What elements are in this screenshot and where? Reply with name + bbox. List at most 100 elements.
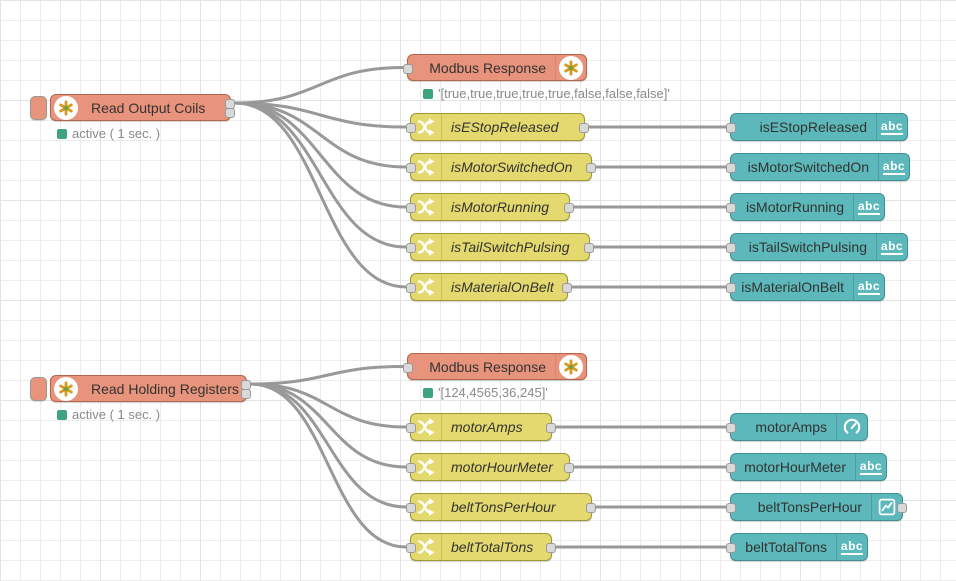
wire[interactable]: [233, 101, 408, 249]
abc-icon: abc: [876, 234, 907, 260]
node-label: isEStopReleased: [759, 119, 867, 135]
output-port[interactable]: [564, 203, 574, 213]
node-label: isMaterialOnBelt: [741, 279, 844, 295]
input-port[interactable]: [403, 63, 413, 74]
wire[interactable]: [233, 101, 408, 209]
node-status: '[true,true,true,true,true,false,false,f…: [423, 86, 670, 101]
wire[interactable]: [249, 382, 408, 549]
shuffle-icon: [411, 414, 442, 440]
node-read-holding-registers[interactable]: Read Holding Registers: [30, 375, 251, 402]
output-port[interactable]: [225, 108, 235, 118]
shuffle-icon: [411, 154, 442, 180]
node-label: beltTonsPerHour: [451, 499, 556, 515]
node-ch-motorHourMeter[interactable]: motorHourMeter: [406, 453, 574, 481]
status-dot: [57, 128, 67, 139]
input-port[interactable]: [406, 163, 416, 173]
abc-icon: abc: [876, 114, 907, 140]
wire[interactable]: [249, 382, 408, 509]
node-ui-isMotorSwitchedOn[interactable]: abc isMotorSwitchedOn: [726, 153, 910, 181]
node-label: isMaterialOnBelt: [451, 279, 554, 295]
status-text: '[true,true,true,true,true,false,false,f…: [438, 86, 670, 101]
input-port[interactable]: [726, 543, 736, 553]
output-port[interactable]: [564, 463, 574, 473]
abc-icon: abc: [878, 154, 909, 180]
input-port[interactable]: [406, 243, 416, 253]
node-ch-isTailSwitchPulsing[interactable]: isTailSwitchPulsing: [406, 233, 594, 261]
input-port[interactable]: [726, 503, 736, 513]
node-label: motorAmps: [755, 419, 827, 435]
node-label: beltTotalTons: [451, 539, 534, 555]
node-label: isMotorRunning: [451, 199, 550, 215]
input-port[interactable]: [406, 423, 416, 433]
input-port[interactable]: [403, 362, 413, 373]
output-port[interactable]: [562, 283, 572, 293]
modbus-flower-icon: [51, 95, 81, 120]
output-port[interactable]: [579, 123, 589, 133]
output-port[interactable]: [584, 243, 594, 253]
node-read-output-coils[interactable]: Read Output Coils: [30, 94, 235, 121]
output-port[interactable]: [546, 543, 556, 553]
output-port[interactable]: [241, 389, 251, 399]
node-modbus-response-1[interactable]: Modbus Response: [403, 54, 587, 81]
node-label: Read Holding Registers: [91, 380, 239, 397]
node-button[interactable]: [30, 377, 47, 401]
node-ch-isMaterialOnBelt[interactable]: isMaterialOnBelt: [406, 273, 572, 301]
input-port[interactable]: [726, 243, 736, 253]
node-label: isMotorSwitchedOn: [451, 159, 573, 175]
wire[interactable]: [249, 382, 408, 429]
line-chart-icon: [871, 494, 902, 520]
status-text: '[124,4565,36,245]': [438, 385, 548, 400]
input-port[interactable]: [726, 163, 736, 173]
status-text: active ( 1 sec. ): [72, 407, 161, 422]
node-ch-isMotorRunning[interactable]: isMotorRunning: [406, 193, 574, 221]
node-button[interactable]: [30, 96, 47, 120]
wire[interactable]: [233, 101, 408, 169]
input-port[interactable]: [726, 283, 736, 293]
node-label: beltTotalTons: [745, 539, 827, 555]
input-port[interactable]: [726, 463, 736, 473]
node-ch-isEStopReleased[interactable]: isEStopReleased: [406, 113, 589, 141]
node-modbus-response-2[interactable]: Modbus Response: [403, 353, 587, 380]
input-port[interactable]: [726, 423, 736, 433]
input-port[interactable]: [726, 123, 736, 133]
status-text: active ( 1 sec. ): [72, 126, 161, 141]
input-port[interactable]: [726, 203, 736, 213]
input-port[interactable]: [406, 503, 416, 513]
output-port[interactable]: [586, 163, 596, 173]
node-ch-beltTonsPerHour[interactable]: beltTonsPerHour: [406, 493, 596, 521]
output-port[interactable]: [546, 423, 556, 433]
input-port[interactable]: [406, 543, 416, 553]
abc-icon: abc: [853, 194, 884, 220]
input-port[interactable]: [406, 203, 416, 213]
input-port[interactable]: [406, 463, 416, 473]
node-ch-motorAmps[interactable]: motorAmps: [406, 413, 556, 441]
node-label: Read Output Coils: [91, 99, 206, 116]
shuffle-icon: [411, 494, 442, 520]
wire[interactable]: [249, 382, 408, 469]
node-ui-isEStopReleased[interactable]: abc isEStopReleased: [726, 113, 908, 141]
wire[interactable]: [249, 365, 405, 386]
modbus-flower-icon: [555, 354, 586, 379]
node-ch-beltTotalTons[interactable]: beltTotalTons: [406, 533, 556, 561]
output-port[interactable]: [897, 503, 907, 513]
node-ch-isMotorSwitchedOn[interactable]: isMotorSwitchedOn: [406, 153, 596, 181]
wire[interactable]: [233, 101, 408, 289]
node-ui-motorAmps[interactable]: motorAmps: [726, 413, 868, 441]
node-status: '[124,4565,36,245]': [423, 385, 548, 400]
input-port[interactable]: [406, 283, 416, 293]
node-label: isMotorSwitchedOn: [747, 159, 869, 175]
node-label: motorHourMeter: [451, 459, 553, 475]
node-label: isEStopReleased: [451, 119, 559, 135]
shuffle-icon: [411, 194, 442, 220]
status-dot: [57, 409, 67, 420]
input-port[interactable]: [406, 123, 416, 133]
wire[interactable]: [233, 66, 405, 105]
node-ui-beltTonsPerHour[interactable]: beltTonsPerHour: [726, 493, 907, 521]
output-port[interactable]: [586, 503, 596, 513]
